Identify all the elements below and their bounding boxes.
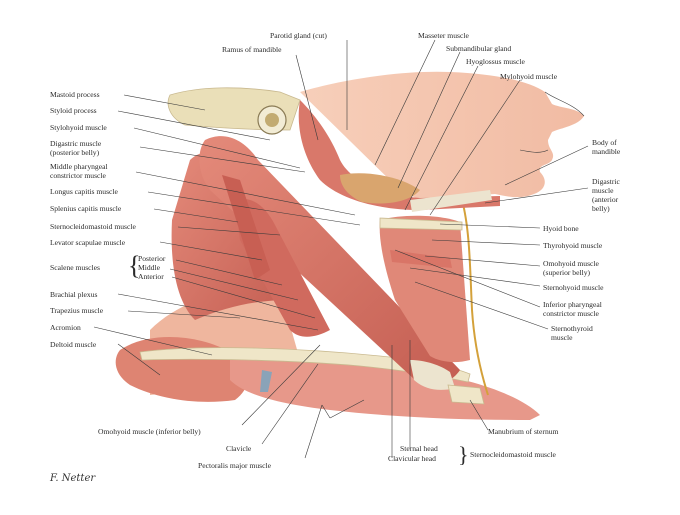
label-scalene-anterior: Anterior: [138, 272, 164, 281]
label-levator-scapulae: Levator scapulae muscle: [50, 238, 126, 247]
label-styloid-process: Styloid process: [50, 106, 97, 115]
label-pectoralis-major: Pectoralis major muscle: [198, 461, 272, 470]
scalene-brace: {: [128, 251, 140, 280]
label-digastric-posterior-2: (posterior belly): [50, 148, 100, 157]
label-clavicle: Clavicle: [226, 444, 252, 453]
lip-outline: [519, 149, 549, 153]
label-digastric-posterior-1: Digastric muscle: [50, 139, 102, 148]
omohyoid-superior-shape: [390, 250, 452, 268]
label-sternocleidomastoid: Sternocleidomastoid muscle: [50, 222, 136, 231]
label-scalene-middle: Middle: [138, 263, 161, 272]
label-sternohyoid-muscle: Sternohyoid muscle: [543, 283, 604, 292]
label-omohyoid-superior-2: (superior belly): [543, 268, 590, 277]
label-ramus-of-mandible: Ramus of mandible: [222, 45, 282, 54]
label-deltoid-muscle: Deltoid muscle: [50, 340, 97, 349]
leader-lines: [93, 39, 589, 459]
clavicle-shape: [139, 347, 471, 383]
label-body-of-mandible-2: mandible: [592, 147, 621, 156]
label-masseter-muscle: Masseter muscle: [418, 31, 469, 40]
heads-brace: }: [458, 442, 469, 467]
label-hyoid-bone: Hyoid bone: [543, 224, 579, 233]
levator-shape: [222, 175, 270, 280]
label-inferior-pharyngeal-1: Inferior pharyngeal: [543, 300, 602, 309]
netter-signature: F. Netter: [49, 473, 96, 484]
label-sternal-head: Sternal head: [400, 444, 438, 453]
label-submandibular-gland: Submandibular gland: [446, 44, 511, 53]
nose-outline: [544, 91, 585, 117]
label-omohyoid-superior-1: Omohyoid muscle: [543, 259, 600, 268]
sternocleidomastoid-shape: [199, 136, 460, 386]
throat-outline: [461, 199, 489, 396]
label-middle-pharyngeal-1: Middle pharyngeal: [50, 162, 108, 171]
label-scalene-muscles: Scalene muscles: [50, 263, 100, 272]
label-body-of-mandible-1: Body of: [592, 138, 617, 147]
label-digastric-anterior-3: (anterior: [592, 195, 619, 204]
hyoid-bone-shape: [379, 217, 463, 231]
pectoralis-shape: [230, 358, 540, 420]
label-scm-heads: Sternocleidomastoid muscle: [470, 450, 556, 459]
ear-canal-inner: [265, 113, 279, 127]
label-stylohyoid-muscle: Stylohyoid muscle: [50, 123, 107, 132]
label-middle-pharyngeal-2: constrictor muscle: [50, 171, 107, 180]
label-clavicular-head: Clavicular head: [388, 454, 436, 463]
label-omohyoid-inferior: Omohyoid muscle (inferior belly): [98, 427, 201, 436]
label-longus-capitis: Longus capitis muscle: [50, 187, 119, 196]
label-digastric-anterior-2: muscle: [592, 186, 614, 195]
trapezius-shape: [171, 152, 290, 320]
label-digastric-anterior-1: Digastric: [592, 177, 620, 186]
label-scalene-posterior: Posterior: [138, 254, 166, 263]
label-splenius-capitis: Splenius capitis muscle: [50, 204, 122, 213]
label-inferior-pharyngeal-2: constrictor muscle: [543, 309, 600, 318]
signature-text: F. Netter: [49, 473, 96, 484]
label-sternothyroid-2: muscle: [551, 333, 573, 342]
face-skin: [300, 71, 584, 200]
sternal-tendon: [410, 360, 455, 390]
label-parotid-gland: Parotid gland (cut): [270, 31, 327, 40]
label-hyoglossus-muscle: Hyoglossus muscle: [466, 57, 525, 66]
label-mastoid-process: Mastoid process: [50, 90, 100, 99]
submandibular-gland-shape: [340, 173, 420, 204]
label-trapezius-muscle: Trapezius muscle: [50, 306, 104, 315]
label-manubrium: Manubrium of sternum: [488, 427, 559, 436]
label-acromion: Acromion: [50, 323, 81, 332]
label-digastric-anterior-4: belly): [592, 204, 610, 213]
vessel: [260, 370, 272, 392]
label-brachial-plexus: Brachial plexus: [50, 290, 97, 299]
label-mylohyoid-muscle: Mylohyoid muscle: [500, 72, 558, 81]
manubrium-shape: [447, 384, 485, 405]
digastric-anterior-shape: [410, 190, 492, 212]
label-sternothyroid-1: Sternothyroid: [551, 324, 593, 333]
label-thyrohyoid-muscle: Thyrohyoid muscle: [543, 241, 603, 250]
